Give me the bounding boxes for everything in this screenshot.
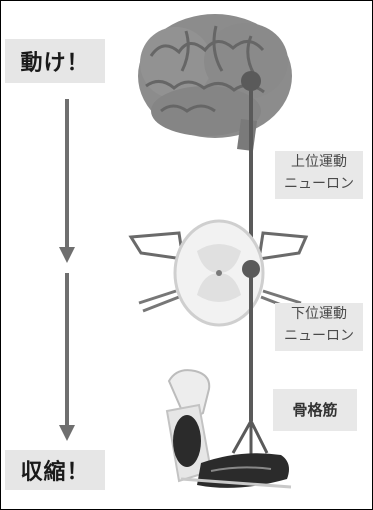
label-upper-line-1: 上位運動 bbox=[291, 154, 347, 170]
flow-arrow bbox=[59, 99, 75, 441]
arm-muscle-icon bbox=[165, 369, 292, 489]
label-upper-line-2: ニューロン bbox=[284, 176, 354, 192]
label-lower-line-1: 下位運動 bbox=[291, 306, 347, 322]
label-skeletal-muscle: 骨格筋 bbox=[273, 389, 357, 431]
lower-motor-neuron bbox=[231, 260, 269, 456]
callout-move: 動け！ bbox=[5, 39, 105, 83]
label-upper-motor-neuron: 上位運動 ニューロン bbox=[275, 151, 363, 199]
callout-contract: 収縮！ bbox=[5, 450, 105, 490]
spinal-cord-icon bbox=[128, 219, 309, 327]
label-lower-motor-neuron: 下位運動 ニューロン bbox=[275, 303, 363, 351]
brain-icon bbox=[138, 14, 292, 151]
label-lower-line-2: ニューロン bbox=[284, 328, 354, 344]
